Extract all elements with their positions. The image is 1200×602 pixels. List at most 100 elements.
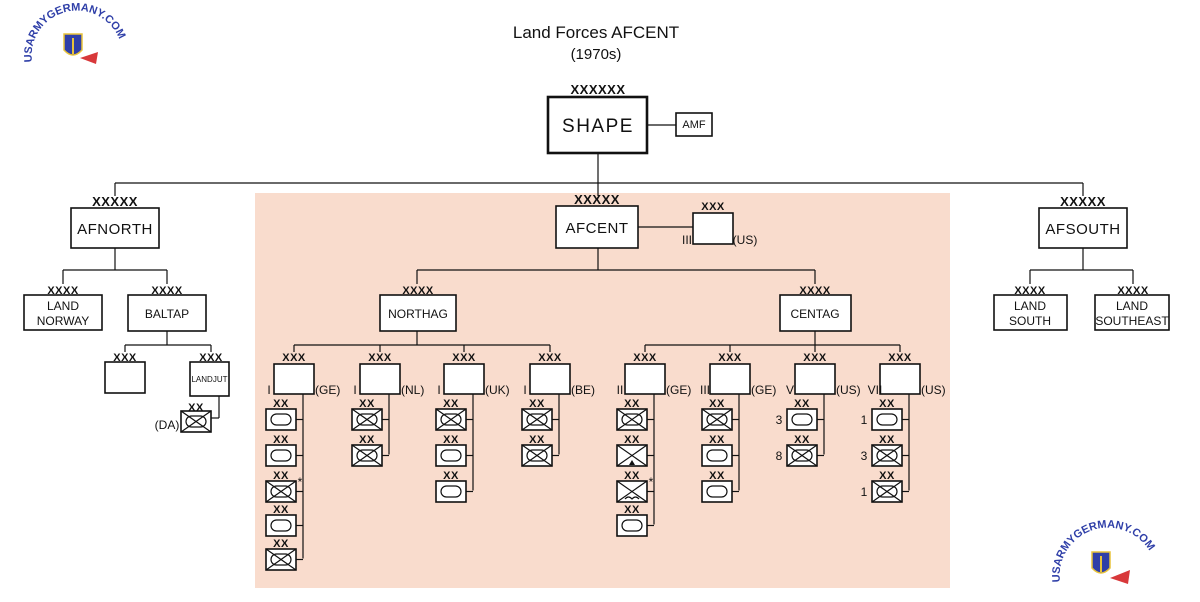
infantry-cross-icon: [786, 444, 818, 467]
armor-oval-icon: [706, 485, 728, 498]
corps-roman: VII: [868, 383, 883, 397]
land-norway-echelon: XXXX: [47, 285, 79, 297]
division-mech-symbol: [871, 480, 903, 503]
infantry-cross-icon: [180, 410, 212, 433]
division-item: XX: [351, 434, 389, 467]
infantry-cross-icon: [351, 408, 383, 431]
baltap-corps-echelon: XXX: [113, 352, 137, 364]
corps-echelon: XXX: [803, 352, 827, 364]
division-echelon: XX: [273, 398, 289, 410]
division-echelon: XX: [359, 434, 375, 446]
division-item: XX3: [861, 434, 909, 467]
northag-echelon: XXXX: [402, 285, 434, 297]
corps-box: [709, 363, 751, 395]
mountain-icon: [629, 460, 635, 465]
armor-oval-icon: [270, 553, 292, 566]
corps-nation: (GE): [751, 383, 776, 397]
division-airborne-symbol: [616, 480, 648, 503]
land-southeast-line2: SOUTHEAST: [1095, 314, 1169, 328]
division-mech-symbol: [180, 410, 212, 433]
armor-oval-icon: [356, 449, 378, 462]
armor-oval-icon: [791, 449, 813, 462]
division-item: XX: [521, 398, 559, 431]
corps-nation: (GE): [315, 383, 340, 397]
corps-roman: V: [786, 383, 794, 397]
armor-oval-icon: [270, 519, 292, 532]
northag-label: NORTHAG: [388, 307, 448, 321]
armor-oval-icon: [440, 485, 462, 498]
division-number: 8: [776, 449, 783, 463]
division-armor-symbol: [701, 480, 733, 503]
armor-oval-icon: [270, 485, 292, 498]
division-number: 3: [861, 449, 868, 463]
division-mech-symbol: [351, 408, 383, 431]
division-echelon: XX: [273, 504, 289, 516]
afnorth-box: [70, 207, 160, 249]
division-item: XX: [265, 434, 303, 467]
baltap-echelon: XXXX: [151, 285, 183, 297]
infantry-cross-icon: [616, 444, 648, 467]
division-armor-symbol: [786, 408, 818, 431]
landjut-echelon: XXX: [199, 352, 223, 364]
infantry-cross-icon: [521, 444, 553, 467]
division-item: XX: [435, 398, 473, 431]
division-item: XX: [351, 398, 389, 431]
division-item: XX: [265, 398, 303, 431]
armor-oval-icon: [440, 413, 462, 426]
us-corps-box: [692, 212, 734, 245]
land-south-box: [993, 294, 1068, 331]
land-southeast-box: [1094, 294, 1170, 331]
corps-echelon: XXX: [888, 352, 912, 364]
corps-echelon: XXX: [452, 352, 476, 364]
airborne-wings-icon: [624, 496, 640, 500]
division-echelon: XX: [709, 398, 725, 410]
armor-oval-icon: [270, 413, 292, 426]
division-item: XX: [521, 434, 559, 467]
corps-nation: (NL): [401, 383, 424, 397]
armor-oval-icon: [791, 413, 813, 426]
infantry-cross-icon: [871, 480, 903, 503]
division-echelon: XX: [529, 434, 545, 446]
division-item: XX: [435, 434, 473, 467]
division-mech-symbol: [871, 444, 903, 467]
pennant-icon: [1110, 570, 1130, 584]
armor-oval-icon: [706, 413, 728, 426]
division-echelon: XX: [443, 398, 459, 410]
division-item: XX*: [265, 470, 303, 503]
landjut-box: [189, 361, 230, 397]
division-item: XX: [265, 504, 303, 537]
afnorth-label: AFNORTH: [77, 221, 153, 238]
division-item: XX: [435, 470, 473, 503]
corps-nation: (US): [921, 383, 946, 397]
division-echelon: XX: [794, 398, 810, 410]
afnorth-connectors: [62, 248, 220, 419]
corps-box: [359, 363, 401, 395]
corps-nation: (US): [836, 383, 861, 397]
chart-title: Land Forces AFCENT: [513, 23, 679, 42]
armor-oval-icon: [185, 415, 207, 428]
corps-nation: (UK): [485, 383, 510, 397]
division-echelon: XX: [529, 398, 545, 410]
division-mech-symbol: [265, 480, 297, 503]
division-mech-symbol: [435, 408, 467, 431]
division-mech-symbol: [521, 408, 553, 431]
division-armor-symbol: [265, 408, 297, 431]
armor-oval-icon: [706, 449, 728, 462]
division-number: 1: [861, 485, 868, 499]
armor-oval-icon: [526, 413, 548, 426]
armor-oval-icon: [440, 449, 462, 462]
armor-oval-icon: [270, 449, 292, 462]
division-echelon: XX: [709, 434, 725, 446]
land-southeast-line1: LAND: [1116, 299, 1148, 313]
centag-box: [779, 294, 852, 332]
infantry-cross-icon: [616, 480, 648, 503]
division-armor-symbol: [265, 514, 297, 537]
northag-box: [379, 294, 457, 332]
division-echelon: XX: [624, 470, 640, 482]
afcent-connectors: [294, 226, 900, 346]
